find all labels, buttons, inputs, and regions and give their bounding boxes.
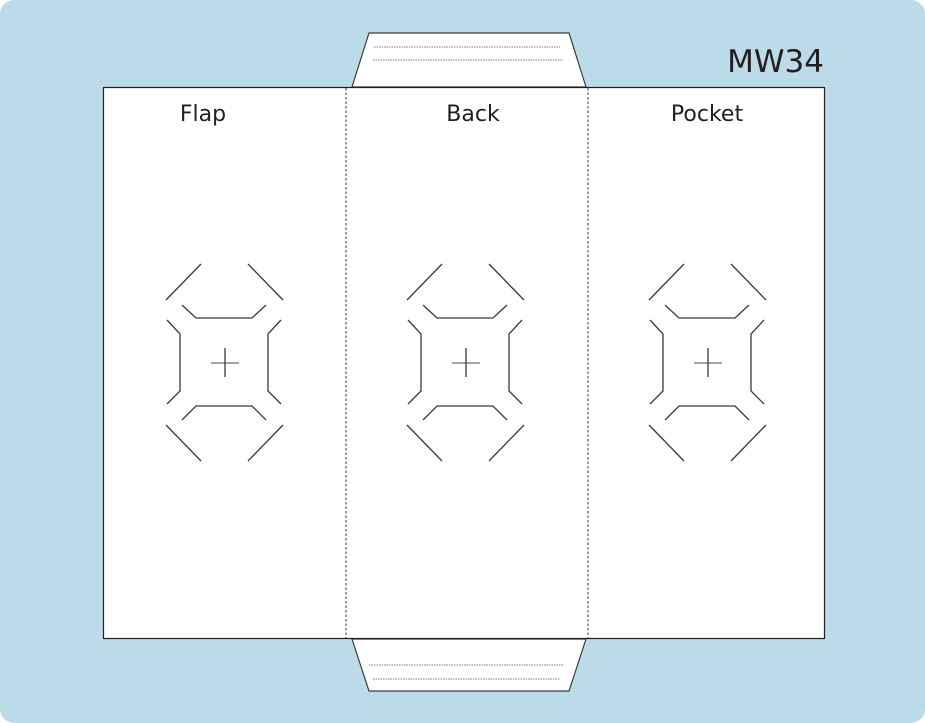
bottom-tab [351, 638, 587, 692]
panel-label-pocket: Pocket [671, 102, 744, 127]
panel-label-flap: Flap [180, 102, 226, 127]
fold-lines [345, 87, 589, 639]
template-code: MW34 [727, 44, 824, 80]
panel-label-back: Back [446, 102, 500, 127]
top-tab [351, 32, 587, 88]
